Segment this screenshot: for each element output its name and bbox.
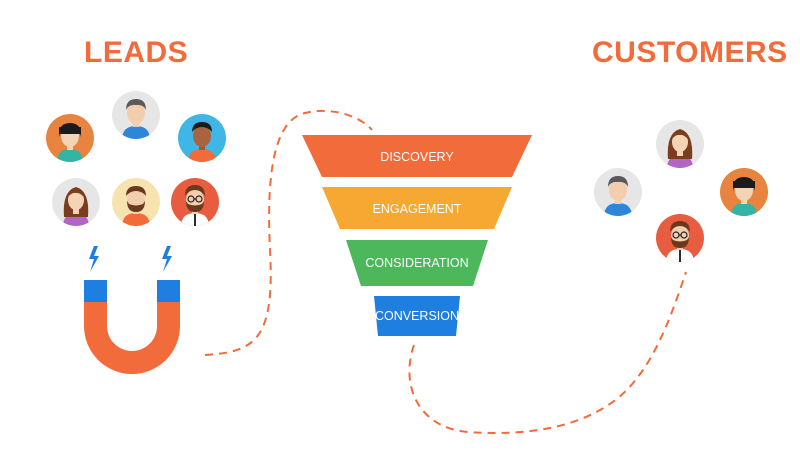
person-avatar-icon <box>45 113 95 163</box>
funnel-stage-engagement: ENGAGEMENT <box>322 187 512 229</box>
person-avatar-icon <box>170 177 220 227</box>
funnel-stage-discovery: DISCOVERY <box>302 135 532 177</box>
person-avatar-icon <box>111 177 161 227</box>
person-avatar-icon <box>655 119 705 169</box>
person-avatar-icon <box>111 90 161 140</box>
customers-title: CUSTOMERS <box>592 36 788 69</box>
stage-label-consideration: CONSIDERATION <box>365 256 468 270</box>
dashed-connector-left <box>204 109 373 356</box>
person-avatar-icon <box>593 167 643 217</box>
stage-label-conversion: CONVERSION <box>375 309 459 323</box>
funnel-stage-conversion: CONVERSION <box>374 296 460 336</box>
lightning-icon <box>89 246 99 272</box>
magnet-icon <box>84 280 180 374</box>
lightning-icon <box>162 246 172 272</box>
person-avatar-icon <box>51 177 101 227</box>
person-avatar-icon <box>719 167 769 217</box>
person-avatar-icon <box>655 213 705 263</box>
stage-label-engagement: ENGAGEMENT <box>373 202 462 216</box>
dashed-connector-right <box>408 271 687 434</box>
stage-label-discovery: DISCOVERY <box>380 150 454 164</box>
funnel-stage-consideration: CONSIDERATION <box>346 240 488 286</box>
leads-title: LEADS <box>84 36 189 69</box>
person-avatar-icon <box>177 113 227 163</box>
